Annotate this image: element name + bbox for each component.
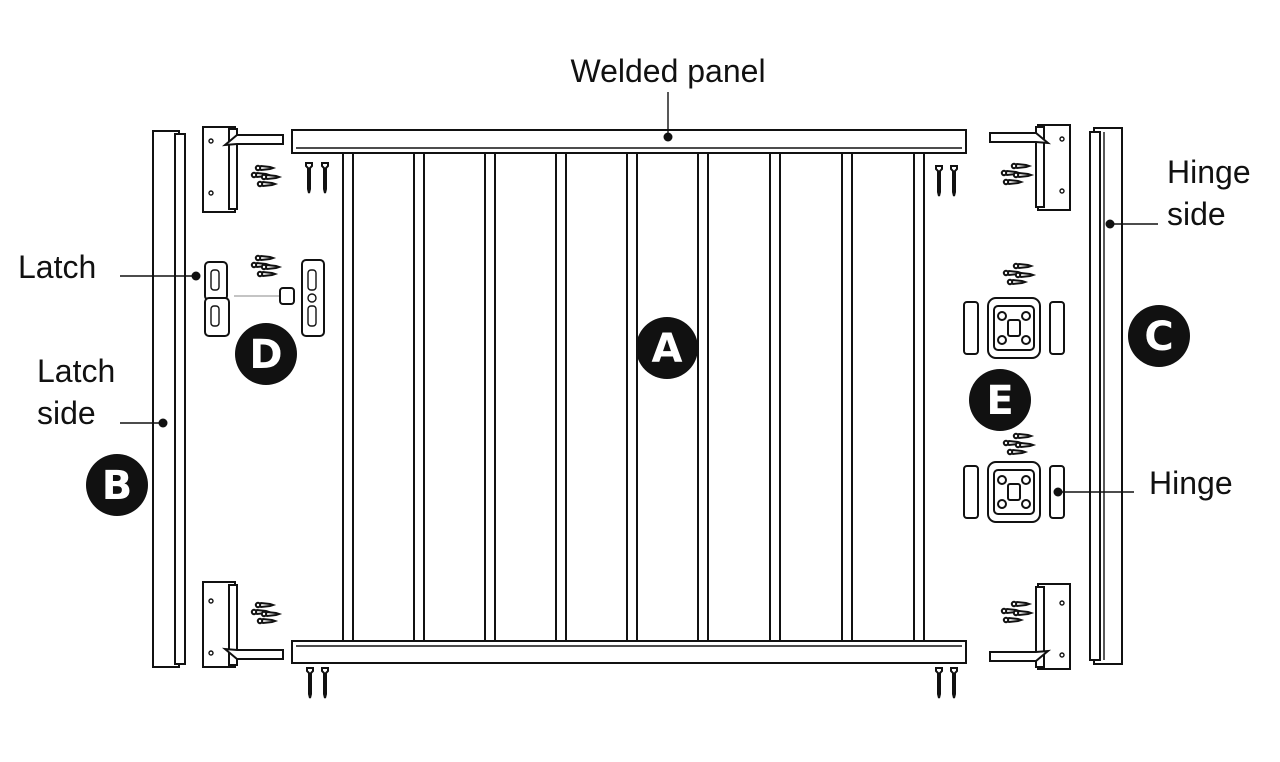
latch-side-label-line2: side: [37, 395, 96, 431]
bracket-bottom-left: [202, 581, 284, 668]
hinge-side-label-line2: side: [1167, 196, 1226, 232]
hinge-label: Hinge: [1149, 465, 1233, 501]
hinge-hardware: [963, 262, 1134, 523]
badge-c-text: C: [1144, 314, 1173, 360]
latch-side-post: [152, 130, 186, 668]
badge-b-text: B: [102, 463, 133, 509]
hinge-side-leader: [1105, 219, 1158, 229]
bracket-bottom-right: [989, 583, 1071, 670]
badge-e: E: [969, 369, 1031, 431]
badge-a: A: [636, 317, 698, 379]
latch-side-leader: [120, 418, 168, 428]
badge-d: D: [235, 323, 297, 385]
welded-panel: [291, 92, 967, 664]
badge-e-text: E: [986, 378, 1013, 424]
badge-d-text: D: [249, 332, 282, 378]
badge-a-text: A: [652, 326, 683, 372]
panel-top-rail: [291, 129, 967, 154]
latch-label: Latch: [18, 249, 96, 285]
hinge-side-label-line1: Hinge: [1167, 154, 1251, 190]
welded-panel-label: Welded panel: [570, 53, 765, 89]
panel-bottom-rail: [291, 640, 967, 664]
latch-hardware: [120, 254, 325, 337]
bracket-top-right: [989, 124, 1071, 211]
badge-b: B: [86, 454, 148, 516]
hinge-side-post: [1089, 127, 1123, 665]
latch-side-label-line1: Latch: [37, 353, 115, 389]
badge-c: C: [1128, 305, 1190, 367]
panel-pickets: [342, 152, 925, 642]
